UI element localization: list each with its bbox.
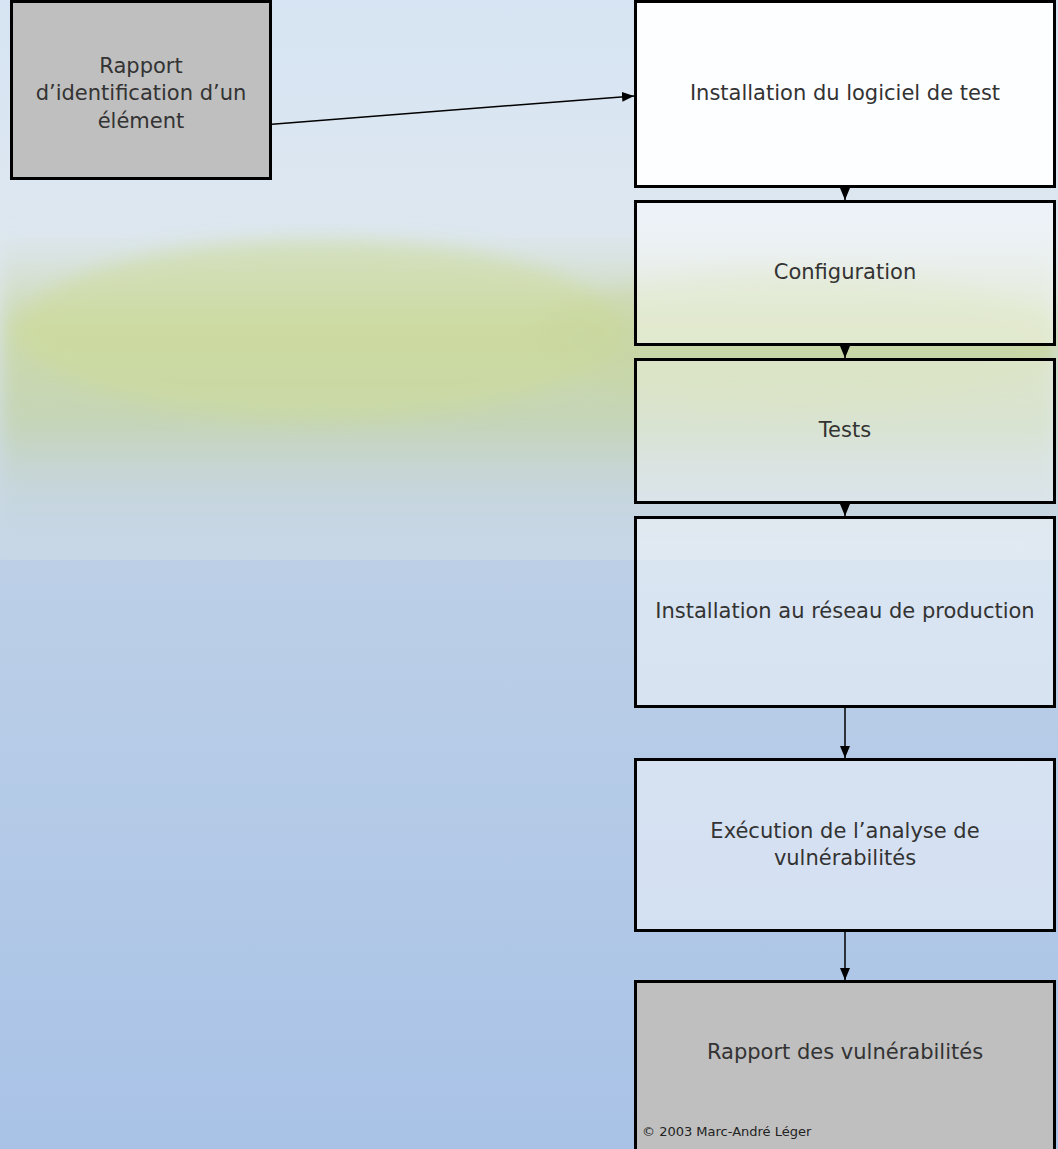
output-report-box: Rapport des vulnérabilités	[634, 980, 1056, 1149]
input-report-box: Rapport d’identification d’un élément	[10, 0, 272, 180]
box-text: Tests	[819, 417, 871, 444]
box-text: Installation du logiciel de test	[690, 80, 1000, 107]
flow-arrow	[844, 708, 846, 758]
flow-arrow	[272, 96, 634, 124]
copyright-note: © 2003 Marc-André Léger	[642, 1124, 811, 1139]
flow-arrow	[844, 346, 846, 358]
tree-line	[20, 240, 620, 420]
box-text: Rapport d’identification d’un élément	[31, 53, 251, 135]
flow-arrow	[844, 188, 846, 200]
process-box: Installation du logiciel de test	[634, 0, 1056, 188]
box-text: Configuration	[774, 259, 916, 286]
box-text: Installation au réseau de production	[655, 598, 1034, 625]
box-text: Exécution de l’analyse de vulnérabilités	[655, 818, 1035, 873]
process-box: Configuration	[634, 200, 1056, 346]
process-box: Tests	[634, 358, 1056, 504]
flow-arrow	[844, 932, 846, 980]
box-text: Rapport des vulnérabilités	[707, 1039, 983, 1066]
process-box: Exécution de l’analyse de vulnérabilités	[634, 758, 1056, 932]
tree-line	[0, 230, 1058, 550]
process-box: Installation au réseau de production	[634, 516, 1056, 708]
flow-arrow	[844, 504, 846, 516]
